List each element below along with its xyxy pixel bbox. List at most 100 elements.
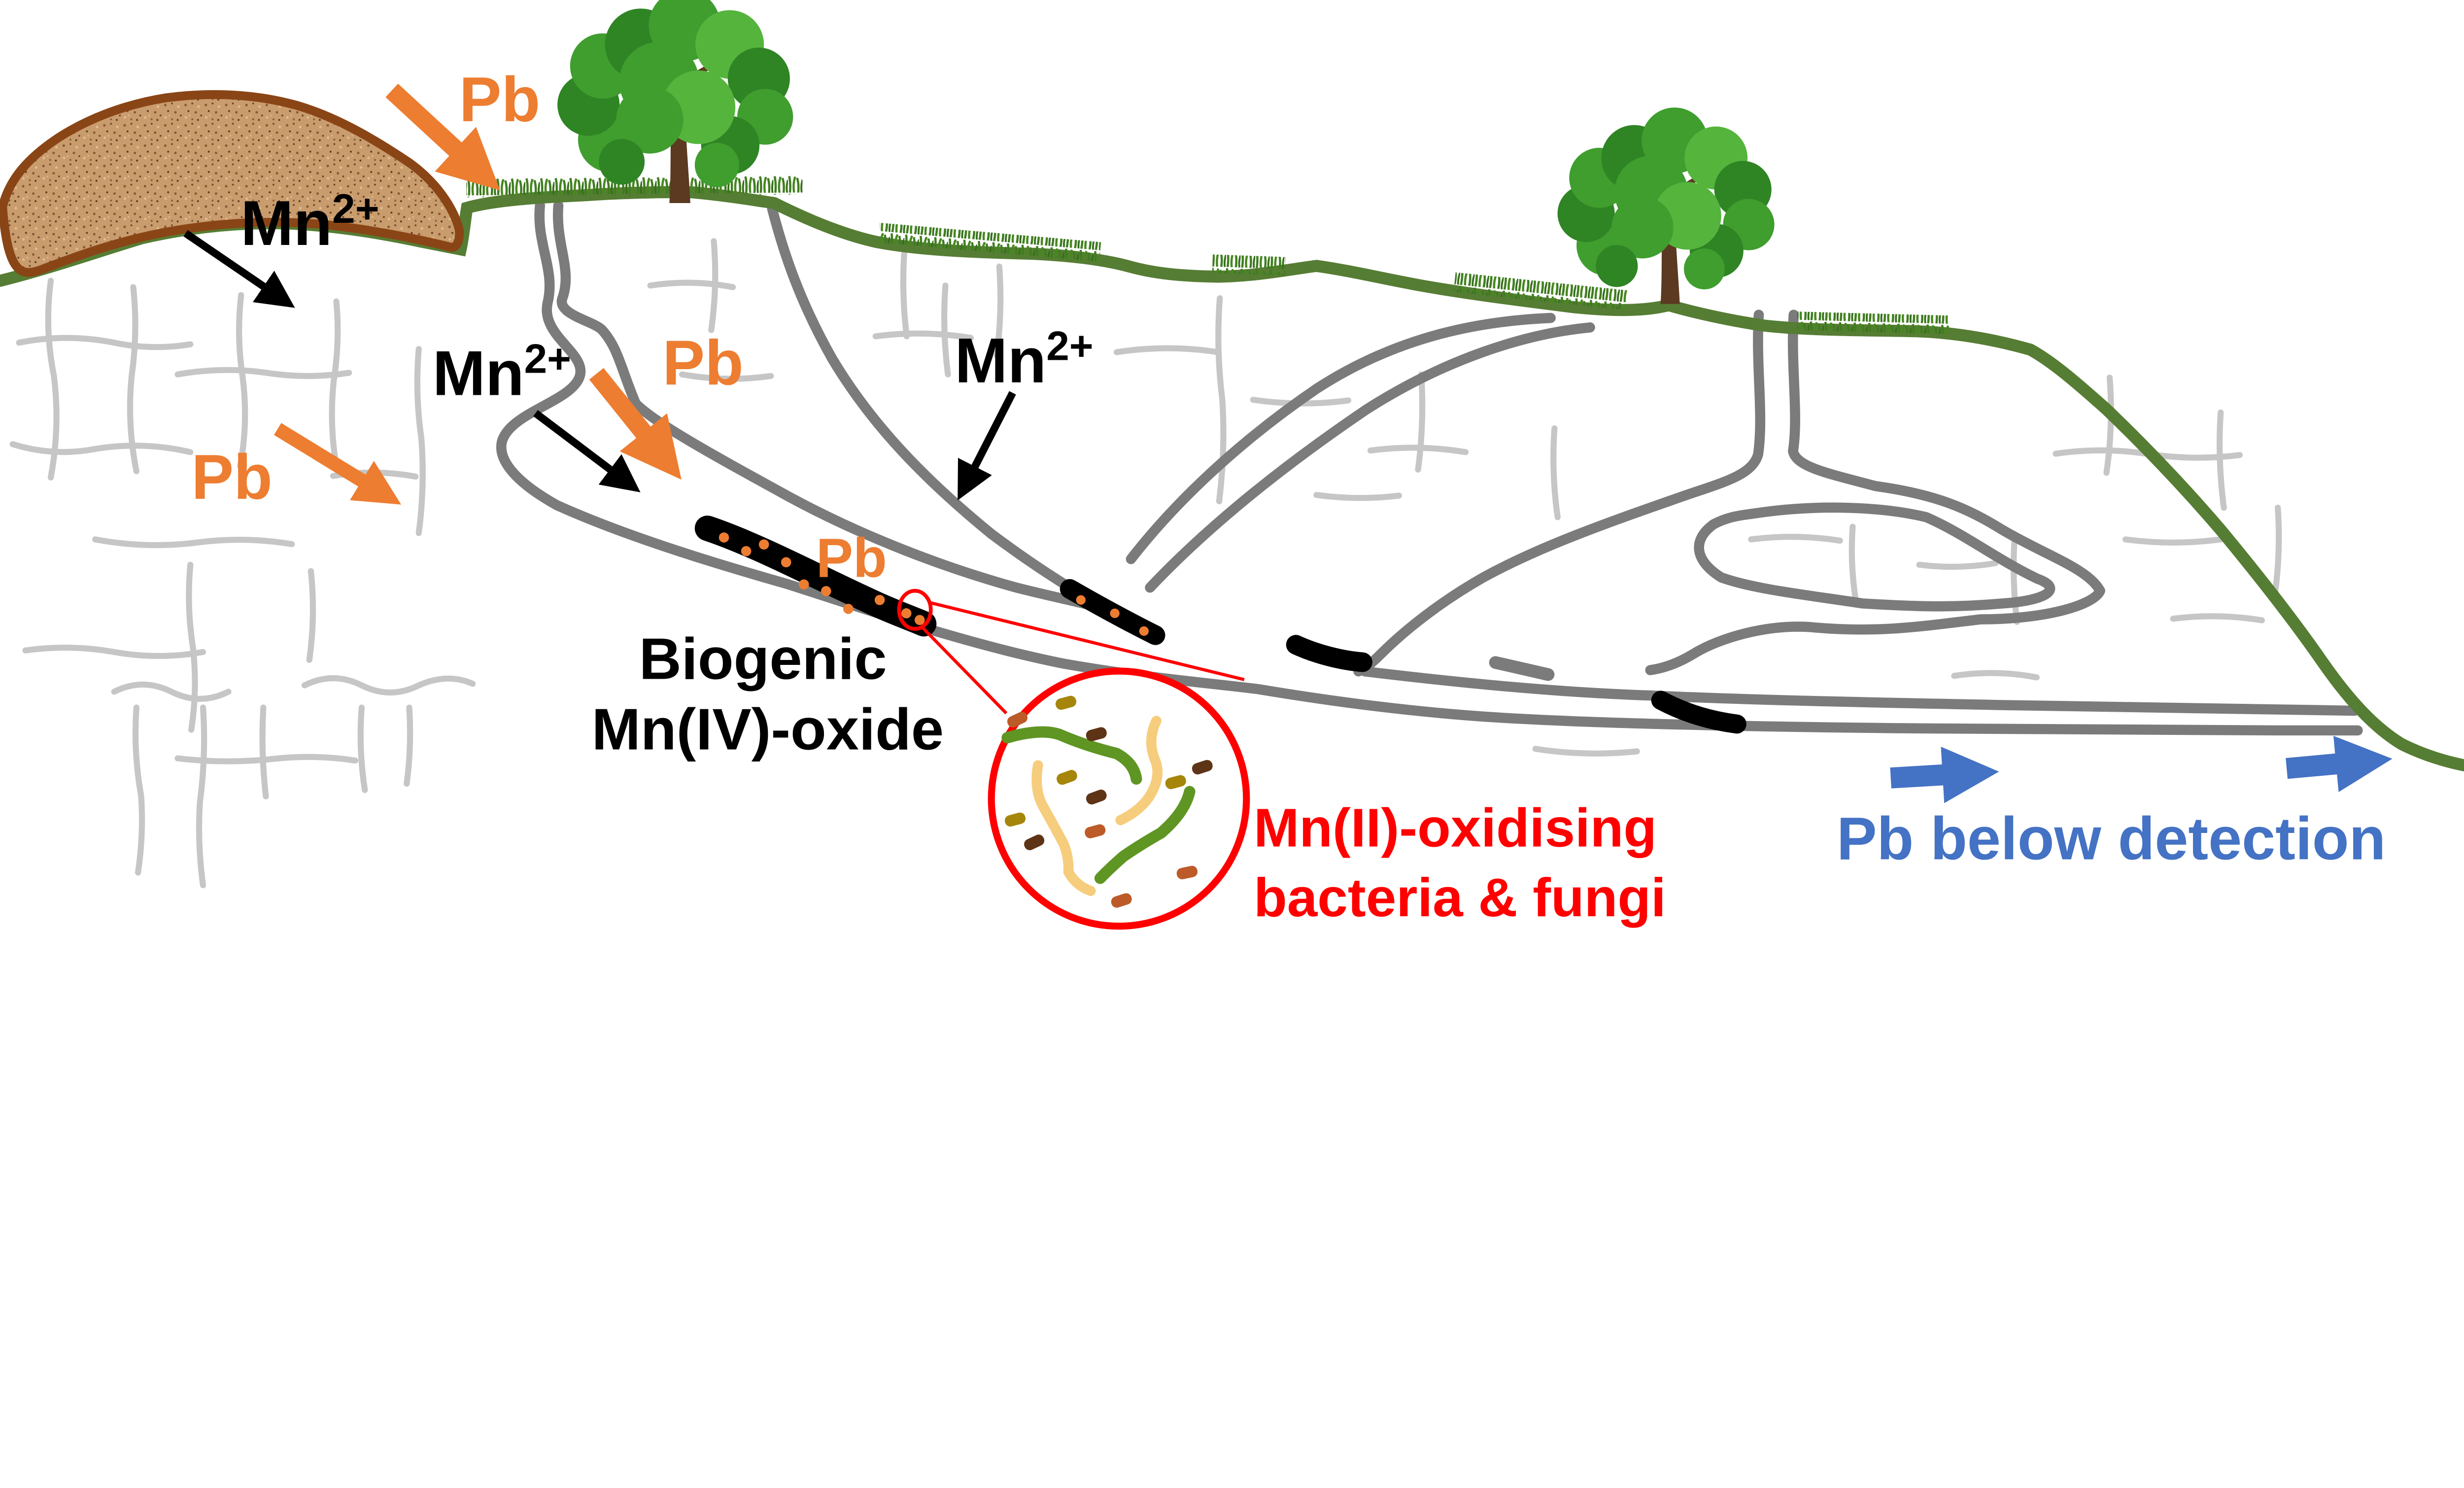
flow-arrows — [183, 83, 2393, 803]
mn-oxide-deposit — [694, 516, 937, 637]
fungal-hypha-icon — [1115, 716, 1163, 826]
fracture-line — [357, 704, 368, 794]
fungal-hypha-icon — [1031, 760, 1096, 896]
mn-ion-label: Mn2+ — [955, 323, 1093, 396]
fungal-hypha-icon — [1094, 786, 1196, 884]
pb-dot — [901, 608, 912, 619]
mn-ion-label: Mn2+ — [433, 335, 571, 409]
mn-arrow-icon — [958, 391, 1016, 501]
cave-shaft-wall — [1353, 310, 1766, 677]
pb-label: Pb — [459, 64, 541, 135]
fracture-line — [45, 277, 60, 481]
pb-dot — [719, 532, 729, 543]
mn-oxide-deposit — [1286, 635, 1372, 672]
cave-fissure — [767, 204, 1111, 614]
magnifier-lens-circle — [988, 667, 1250, 930]
bacteria-rod-icon — [1007, 712, 1028, 727]
pb-label: Pb — [191, 442, 273, 513]
cave-loop-inner — [1694, 502, 2055, 612]
pb-dot — [1139, 626, 1149, 636]
fracture-line — [111, 681, 232, 702]
fracture-line — [186, 561, 198, 733]
fracture-line — [16, 335, 194, 350]
magnifier — [897, 588, 1250, 930]
magnifier-connector-line — [921, 626, 1008, 715]
fracture-line — [708, 238, 719, 333]
cave-branch — [1145, 322, 1595, 593]
bacteria-rods — [1004, 695, 1213, 908]
fracture-line — [900, 250, 910, 340]
mn-arrow-icon — [533, 410, 641, 492]
soil-mound — [0, 90, 464, 277]
microbes — [1001, 695, 1213, 908]
bacteria-rod-icon — [1165, 775, 1186, 790]
fracture-line — [259, 704, 269, 799]
soil-mound-body — [0, 90, 464, 277]
fracture-line — [993, 263, 1004, 359]
pb-arrow-icon — [274, 423, 402, 505]
magnifier-connector-line — [930, 601, 1245, 682]
bacteria-rod-icon — [1004, 812, 1026, 827]
bacteria-rod-icon — [1055, 695, 1077, 710]
fracture-line — [127, 284, 139, 475]
grass-tuft — [1453, 272, 1628, 310]
fracture-line — [1367, 445, 1469, 455]
pb-dot — [758, 539, 769, 550]
mn-arrow-icon — [183, 230, 295, 308]
pb-dot — [798, 579, 809, 590]
fracture-line — [647, 279, 736, 290]
fracture-line — [306, 568, 316, 663]
magnifier-source-circle — [897, 588, 933, 631]
water-flow-arrow-icon — [1890, 746, 1999, 803]
mn-oxide-deposit — [1651, 691, 1746, 734]
fracture-line — [196, 704, 207, 889]
cave-branch — [1126, 312, 1556, 564]
pb-dot — [1110, 608, 1120, 619]
bacteria-rod-icon — [1024, 834, 1045, 851]
fracture-line — [1313, 492, 1403, 501]
biogenic-oxide-label: Biogenic — [639, 626, 887, 692]
pb-arrow-icon — [589, 368, 682, 480]
bacteria-rod-icon — [1192, 760, 1213, 775]
cave-stub — [1489, 656, 1555, 681]
karst-pb-mn-diagram: Mn2+ Mn2+ Mn2+ Pb Pb Pb Pb Biogenic Mn(I… — [0, 0, 2464, 930]
sorbed-pb-dots — [719, 532, 1149, 636]
cave-outlet-ceiling — [1360, 666, 2360, 716]
fracture-line — [132, 704, 145, 876]
fungal-hypha-icon — [1001, 726, 1142, 785]
pb-label: Pb — [816, 526, 887, 588]
fracture-line — [1748, 534, 1843, 544]
grass-tuft — [1212, 254, 1286, 276]
mn-ion-label: Mn2+ — [240, 185, 379, 259]
fracture-line — [1415, 371, 1426, 473]
fracture-line — [92, 536, 295, 549]
diagram-canvas: Mn2+ Mn2+ Mn2+ Pb Pb Pb Pb Biogenic Mn(I… — [0, 0, 2464, 930]
water-flow-arrow-icon — [2286, 735, 2393, 793]
land-surface — [0, 174, 2464, 771]
pb-dot — [874, 595, 885, 605]
bacteria-rod-icon — [1085, 824, 1106, 838]
fracture-line — [1951, 670, 2040, 681]
fracture-line — [2122, 536, 2224, 546]
pb-dot — [741, 546, 752, 556]
fracture-line — [301, 675, 476, 696]
cave-shaft-wall — [496, 200, 586, 511]
pb-dot — [914, 615, 925, 625]
pb-outflow-label: Pb below detection — [1837, 804, 2386, 872]
labels: Mn2+ Mn2+ Mn2+ Pb Pb Pb Pb Biogenic Mn(I… — [191, 64, 2386, 928]
fracture-line — [941, 282, 951, 378]
fracture-line — [1113, 345, 1222, 355]
tree-icon — [1558, 107, 1775, 304]
fracture-line — [679, 371, 774, 382]
bacteria-rod-icon — [1111, 893, 1132, 908]
fracture-line — [2103, 374, 2114, 476]
biogenic-oxide-label: Mn(IV)-oxide — [592, 697, 944, 762]
bacteria-rod-icon — [1086, 790, 1107, 805]
mn-oxide-deposits — [694, 516, 1746, 734]
microbes-label: Mn(II)-oxidising — [1254, 798, 1657, 859]
cave-loop-outer — [1645, 310, 2105, 675]
fracture-line — [1848, 523, 1858, 600]
pb-dot — [781, 557, 791, 568]
fracture-line — [174, 754, 359, 764]
grass-tuft — [1797, 311, 1950, 334]
